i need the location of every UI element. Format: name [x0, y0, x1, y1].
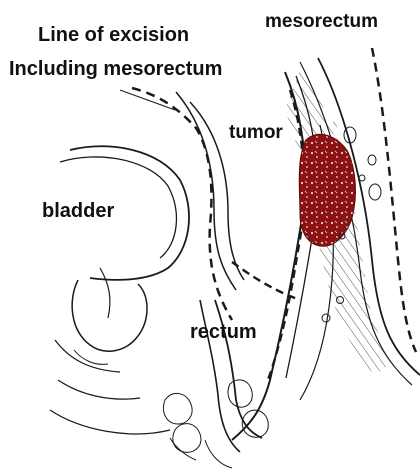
peritoneal-dashed-line [132, 88, 232, 320]
anal-sphincter [163, 380, 268, 468]
prostate-outline [72, 280, 147, 351]
label-rectum: rectum [190, 322, 257, 342]
tumor-mass [299, 134, 355, 246]
label-mesorectum: mesorectum [265, 12, 378, 31]
label-line-of-excision: Line of excision [38, 25, 189, 45]
label-including-mesorectum: Including mesorectum [9, 59, 222, 79]
label-bladder: bladder [42, 201, 114, 221]
label-tumor: tumor [229, 123, 283, 142]
